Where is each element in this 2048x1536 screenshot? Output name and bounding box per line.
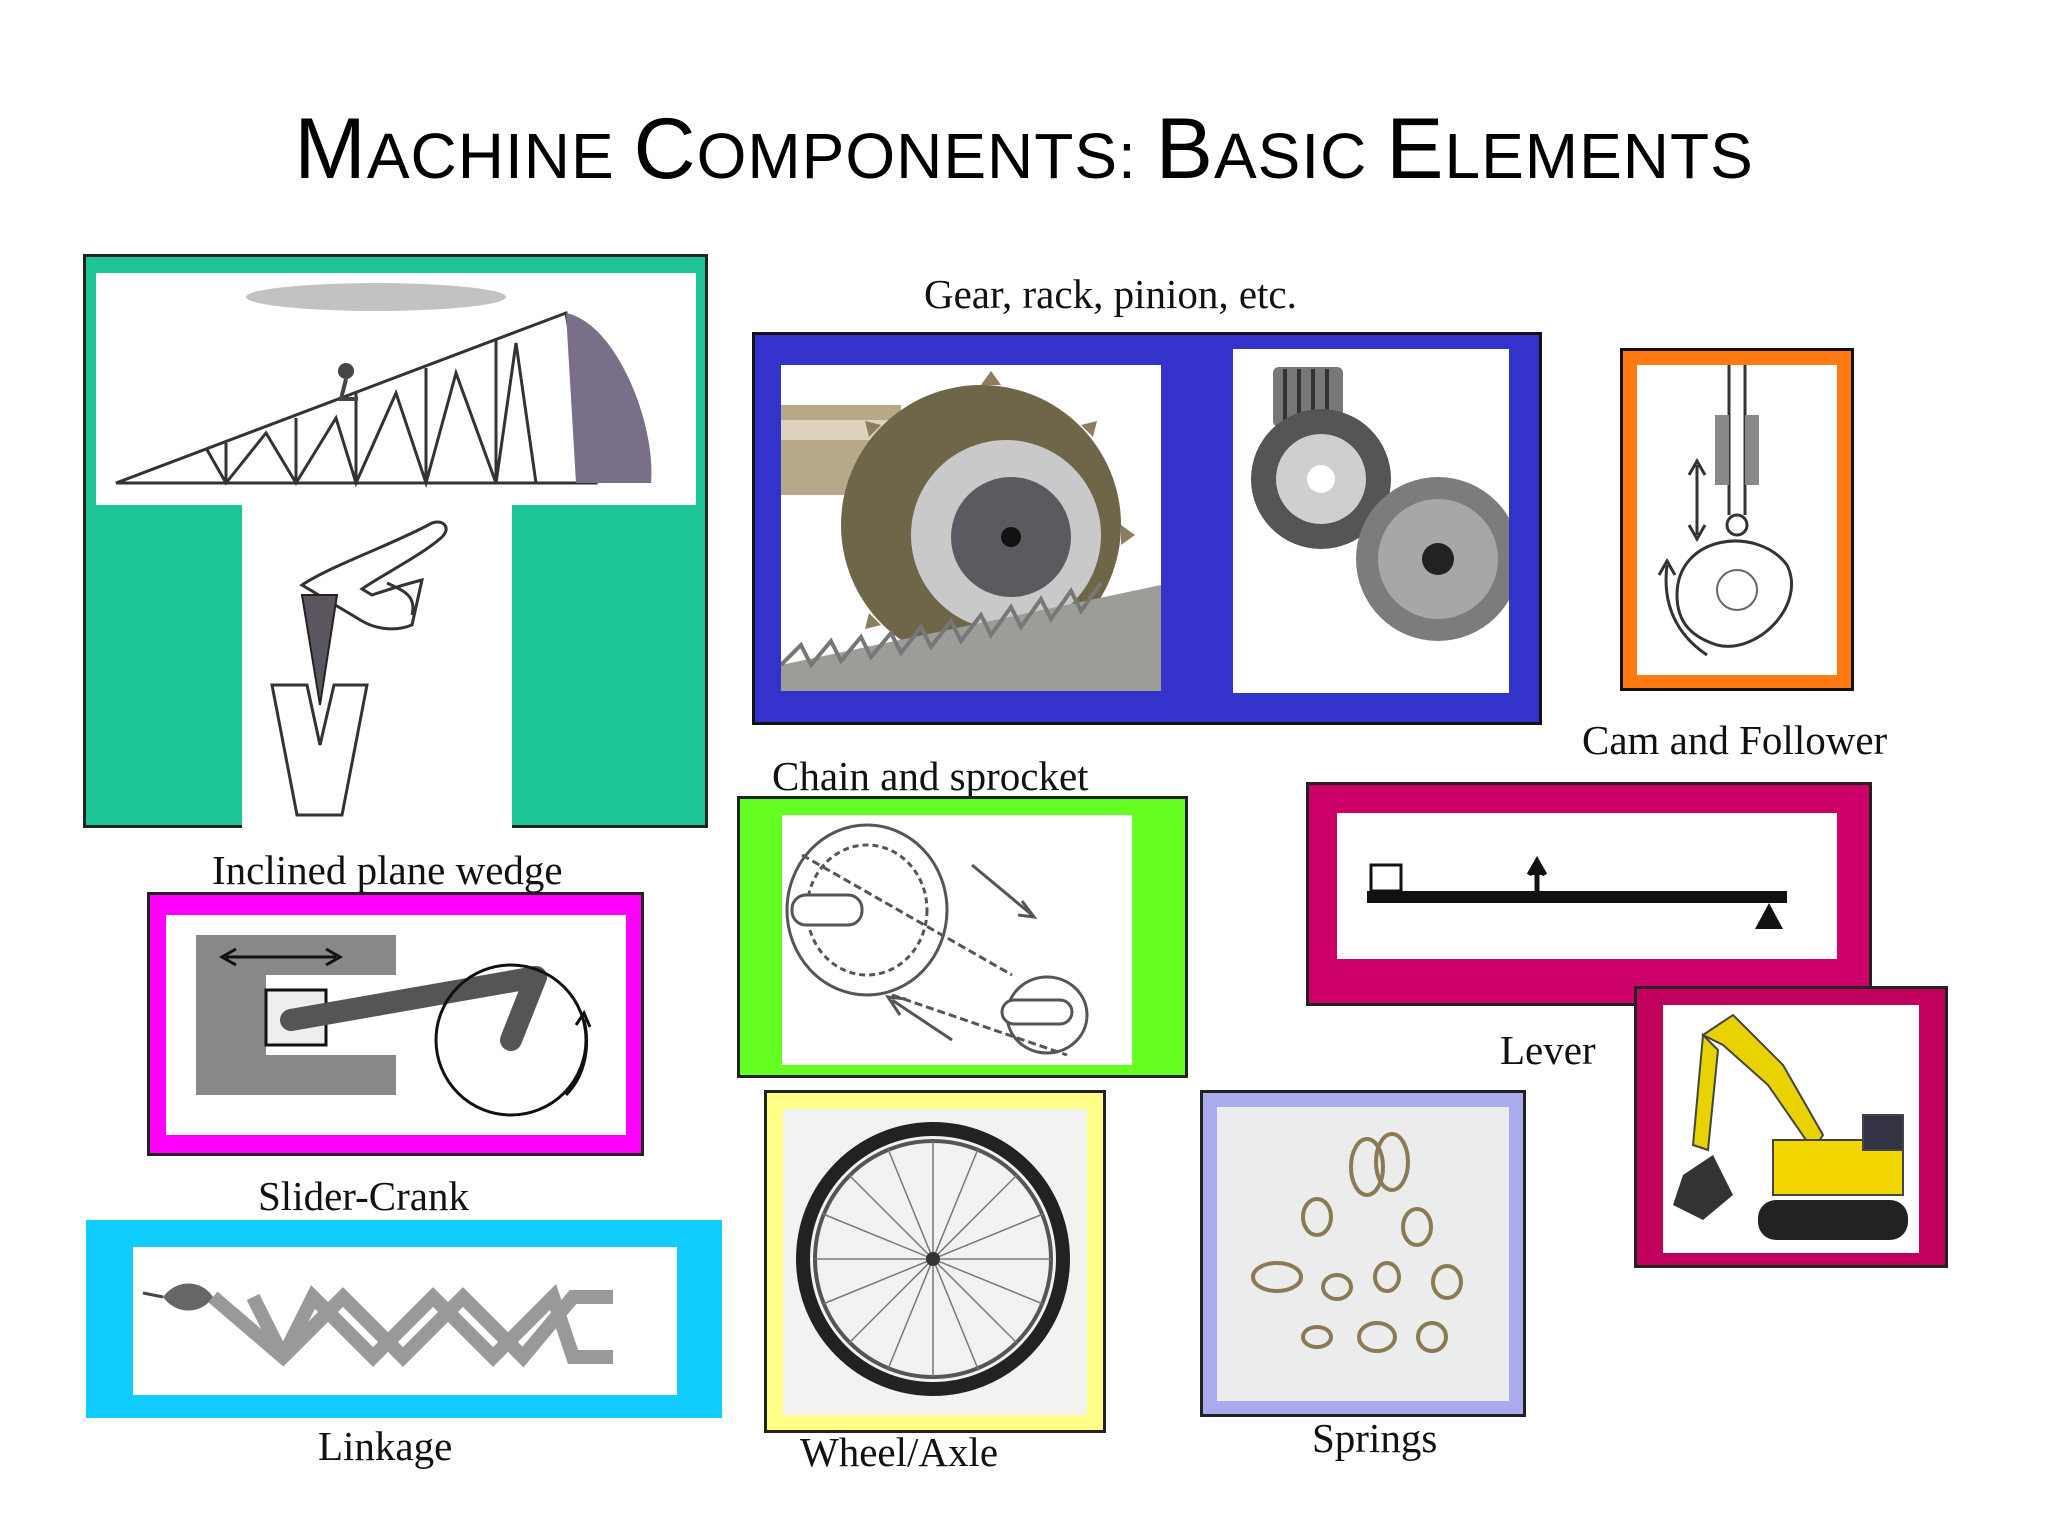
inclined-plane-label: Inclined plane wedge <box>212 847 563 893</box>
linkage-label: Linkage <box>318 1423 453 1469</box>
gear-rack-photo <box>781 365 1161 691</box>
worm-gear-photo <box>1233 349 1509 693</box>
inclined-plane-illustration <box>96 273 696 505</box>
cam-panel <box>1620 348 1854 691</box>
lever-illustration <box>1337 813 1837 959</box>
inclined-plane-panel <box>83 254 708 831</box>
slider-crank-label: Slider-Crank <box>258 1173 469 1219</box>
slider-crank-panel <box>147 892 644 1156</box>
title-word-3: BASIC <box>1155 101 1387 197</box>
lever-label: Lever <box>1500 1027 1596 1073</box>
title-word-4: ELEMENTS <box>1386 101 1754 197</box>
gear-label: Gear, rack, pinion, etc. <box>924 271 1297 317</box>
chain-sprocket-illustration <box>782 815 1132 1065</box>
lever-panel <box>1306 782 1872 1006</box>
linkage-illustration <box>133 1247 677 1395</box>
excavator-panel <box>1634 986 1948 1268</box>
chain-label: Chain and sprocket <box>772 753 1089 799</box>
wedge-illustration <box>242 505 512 831</box>
springs-photo <box>1217 1107 1509 1401</box>
title-word-2: COMPONENTS: <box>633 101 1156 197</box>
slide-title: MACHINE COMPONENTS: BASIC ELEMENTS <box>0 100 2048 199</box>
springs-panel <box>1200 1090 1526 1417</box>
chain-panel <box>737 796 1188 1078</box>
title-word-1: MACHINE <box>294 101 634 197</box>
slider-crank-illustration <box>166 915 626 1135</box>
springs-label: Springs <box>1312 1415 1438 1461</box>
wheel-label: Wheel/Axle <box>800 1429 999 1475</box>
cam-label: Cam and Follower <box>1582 717 1888 763</box>
linkage-panel <box>86 1220 722 1418</box>
gear-panel <box>752 332 1542 725</box>
wheel-panel <box>764 1090 1106 1433</box>
cam-follower-illustration <box>1637 365 1837 675</box>
excavator-photo <box>1663 1005 1919 1253</box>
wheel-photo <box>783 1109 1087 1415</box>
